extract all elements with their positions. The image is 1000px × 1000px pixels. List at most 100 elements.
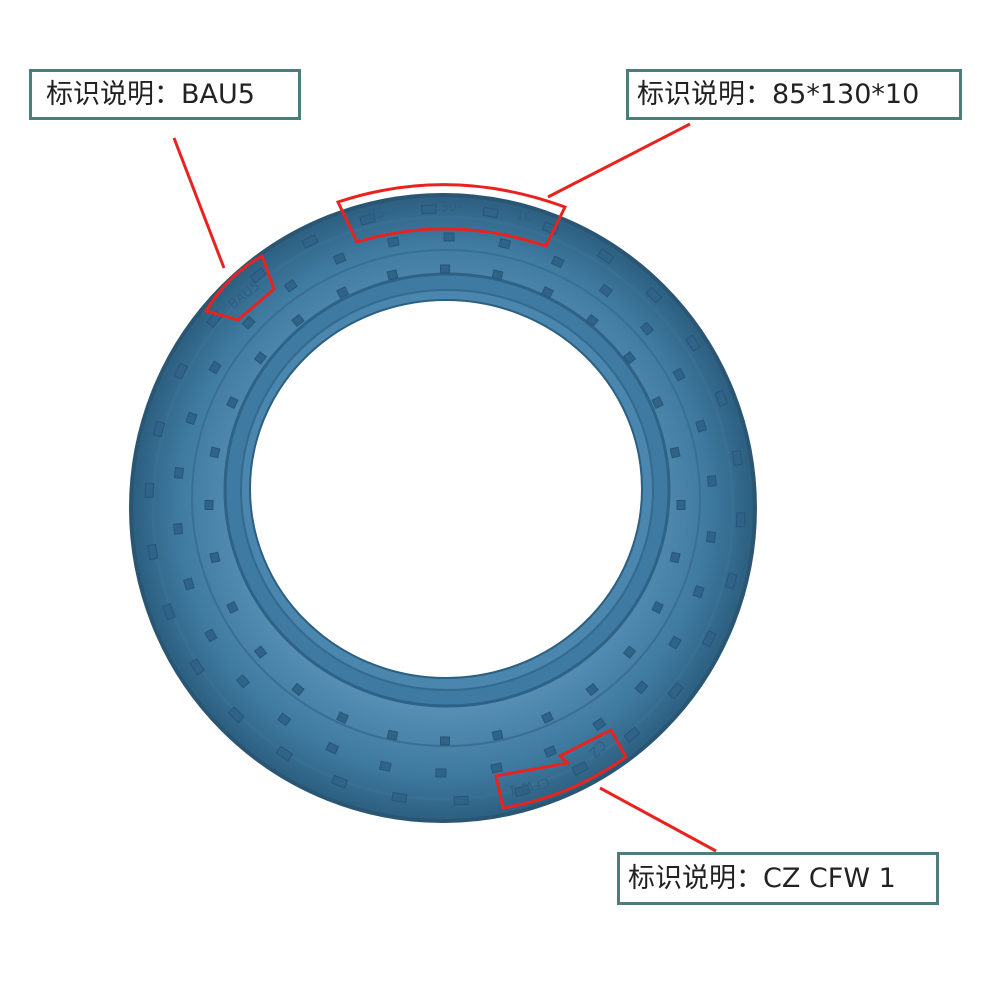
notch (332, 252, 347, 265)
notch (668, 635, 682, 650)
notch (622, 351, 637, 365)
seal-bore (249, 299, 643, 679)
notch (391, 791, 408, 804)
mark-130: 130- (432, 200, 462, 215)
notch (651, 600, 664, 614)
notch (387, 236, 400, 248)
callout-size-value: 85*130*10 (772, 79, 920, 110)
notch (645, 286, 663, 304)
notch (701, 630, 717, 648)
notch (291, 313, 305, 328)
notch (490, 762, 503, 774)
notch (592, 717, 607, 732)
notch (204, 500, 214, 510)
leader-line-cz (599, 786, 717, 853)
notch (440, 264, 450, 274)
notch (336, 286, 350, 299)
callout-size-label: 标识说明： (637, 79, 772, 110)
notch (421, 204, 437, 215)
notch (667, 682, 684, 700)
notch (173, 523, 184, 535)
seal-outer-lip (151, 215, 735, 801)
notch (634, 680, 649, 695)
notch (241, 315, 256, 330)
notch (540, 711, 554, 724)
callout-bau5-value: BAU5 (181, 79, 255, 110)
callout-cz-cfw-value: CZ CFW 1 (763, 863, 896, 894)
notch (443, 232, 455, 242)
notch (253, 351, 268, 365)
notch (639, 321, 654, 336)
seal-mid-groove (191, 249, 701, 747)
highlight-bau5-box (203, 253, 276, 322)
notch (706, 475, 717, 487)
notch (598, 283, 613, 298)
notch (440, 736, 450, 746)
highlight-size-box (335, 183, 568, 248)
notch (543, 745, 558, 758)
notch (622, 645, 637, 659)
notch (491, 729, 504, 741)
leader-line-bau5 (172, 137, 226, 269)
notches (144, 204, 746, 806)
notch (325, 741, 340, 755)
highlight-cz-cfw-box (494, 728, 628, 810)
notch (185, 411, 198, 425)
notch (336, 711, 350, 724)
notch (283, 278, 298, 293)
notch (540, 286, 554, 299)
notch (359, 213, 377, 226)
notch (209, 446, 221, 459)
notch (386, 269, 399, 281)
notch (692, 585, 705, 599)
notch (301, 234, 319, 250)
notch (227, 706, 245, 724)
notch (685, 334, 701, 352)
callout-size: 标识说明：85*130*10 (626, 69, 962, 120)
callout-bau5-label: 标识说明： (46, 79, 181, 110)
notch (714, 389, 728, 407)
notch (491, 269, 504, 281)
notch (596, 248, 615, 265)
notch (695, 419, 708, 433)
notch (623, 726, 641, 743)
notch (669, 446, 681, 459)
notch (386, 729, 399, 741)
notch (453, 795, 469, 806)
notch (152, 420, 166, 438)
notch (147, 543, 159, 561)
notch (189, 658, 205, 676)
notch (585, 682, 599, 697)
notch (513, 784, 531, 797)
notch (182, 577, 195, 591)
notch (291, 682, 305, 697)
notch (277, 712, 292, 727)
notch (724, 572, 738, 590)
notch (209, 551, 221, 564)
notch (735, 512, 746, 528)
notch (435, 768, 447, 778)
notch (236, 674, 251, 689)
callout-cz-cfw-label: 标识说明： (628, 863, 763, 894)
notch (330, 774, 349, 789)
notch (498, 238, 512, 250)
notch (204, 628, 218, 643)
notch (173, 362, 189, 380)
mark-85: 85- (367, 205, 391, 224)
notch (585, 313, 599, 328)
callout-bau5: 标识说明：BAU5 (29, 69, 301, 120)
callout-cz-cfw: 标识说明：CZ CFW 1 (617, 852, 939, 905)
notch (651, 396, 664, 410)
notch (731, 449, 743, 467)
notch (672, 367, 686, 382)
notch (144, 482, 155, 498)
notch (482, 206, 499, 219)
notch (275, 745, 294, 762)
notch (173, 466, 185, 479)
notch (249, 267, 267, 284)
seal-outer-edge (129, 193, 757, 823)
notch (705, 531, 717, 544)
notch (226, 600, 239, 614)
mark-10: 10 (515, 208, 534, 226)
